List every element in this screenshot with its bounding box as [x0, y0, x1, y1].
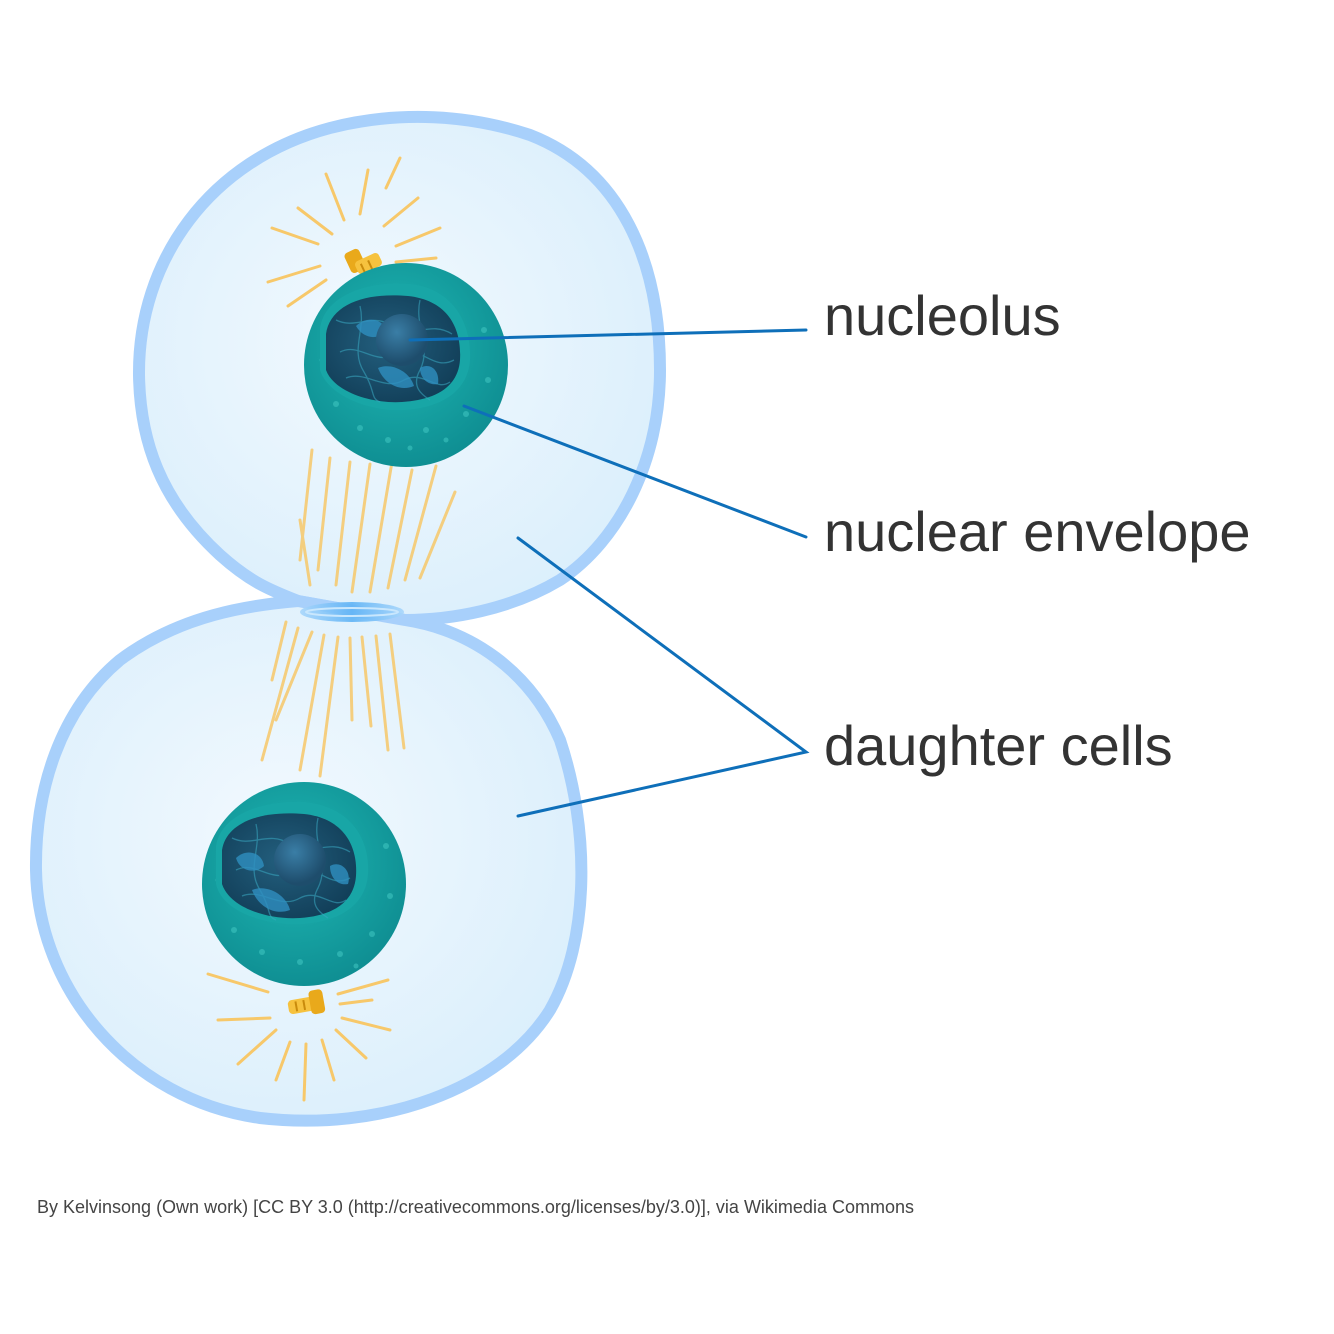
nucleolus-label: nucleolus: [824, 288, 1061, 344]
attribution-credit: By Kelvinsong (Own work) [CC BY 3.0 (htt…: [37, 1197, 914, 1218]
lower-nucleolus: [274, 834, 326, 886]
nuclear-envelope-label: nuclear envelope: [824, 504, 1251, 560]
contractile-ring: [300, 602, 404, 622]
upper-nucleus: [304, 263, 508, 467]
daughter-cells-label: daughter cells: [824, 718, 1173, 774]
lower-nucleus: [202, 782, 406, 986]
